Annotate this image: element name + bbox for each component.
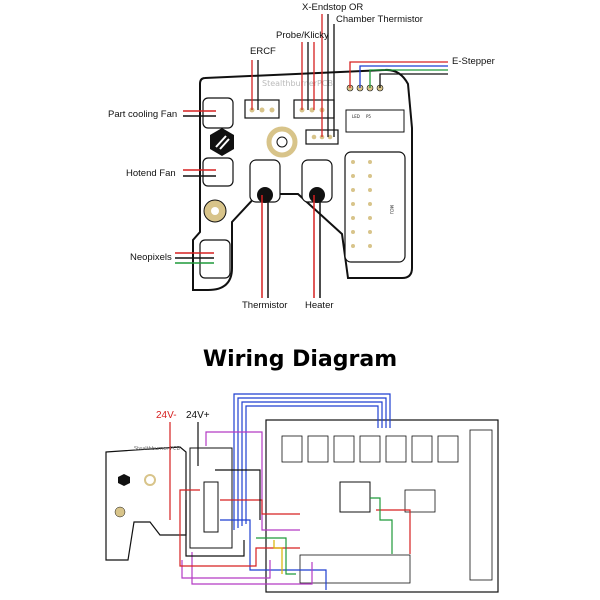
lower-connectors xyxy=(299,554,411,584)
wire-bundle-black xyxy=(185,469,261,557)
wire-bundle-purple xyxy=(181,431,313,585)
mini-pcb-outline xyxy=(105,446,187,561)
label-x-endstop: X-Endstop OR xyxy=(302,2,363,13)
endstop-wires xyxy=(321,14,335,137)
svg-text:P5: P5 xyxy=(366,114,371,119)
label-24v-plus: 24V+ xyxy=(186,410,210,421)
diagram-title: Wiring Diagram xyxy=(203,347,397,372)
mcu-box xyxy=(344,151,406,263)
label-part-fan: Part cooling Fan xyxy=(108,109,177,120)
stepper-drivers xyxy=(281,435,459,463)
part-fan-connector xyxy=(202,97,234,129)
ercf-wires xyxy=(251,60,259,110)
thermistor-screw xyxy=(257,187,273,203)
heater-wires xyxy=(313,195,321,298)
neopixel-connector xyxy=(199,239,231,279)
hotend-fan-wires xyxy=(183,169,216,177)
wire-bundle-yellow xyxy=(273,540,283,574)
label-heater: Heater xyxy=(305,300,334,311)
mainboard-mcu xyxy=(339,481,371,513)
label-neopixels: Neopixels xyxy=(130,252,172,263)
thermistor-wires xyxy=(261,195,269,298)
wire-bundle-red xyxy=(179,489,411,567)
pcb-silk-title: StealthburnerPCB xyxy=(262,79,333,88)
led-box xyxy=(345,109,405,133)
mount-hole xyxy=(266,126,298,158)
neopixel-wires xyxy=(175,252,214,264)
label-24v-minus: 24V- xyxy=(156,410,177,421)
hotend-fan-connector xyxy=(202,157,234,187)
wire-bundle-blue xyxy=(220,393,391,590)
label-e-stepper: E-Stepper xyxy=(452,56,495,67)
part-fan-wires xyxy=(183,110,216,117)
label-probe: Probe/Klicky xyxy=(276,30,329,41)
heater-screw xyxy=(309,187,325,203)
svg-text:LED: LED xyxy=(352,114,360,119)
label-ercf: ERCF xyxy=(250,46,276,57)
mini-pcb-silk: Stealthburner PCB xyxy=(134,446,181,452)
probe-wires xyxy=(301,42,315,110)
mcu-label: MCU xyxy=(389,205,394,214)
wire-bundle-green xyxy=(256,497,393,575)
mcu-pins xyxy=(351,160,372,248)
voron-logo xyxy=(210,128,234,156)
label-chamber-thermistor: Chamber Thermistor xyxy=(336,14,423,25)
e-stepper-wires xyxy=(349,61,448,88)
label-thermistor: Thermistor xyxy=(242,300,287,311)
power-terminals xyxy=(469,429,493,581)
stealthburner-pcb-top: StealthburnerPCB xyxy=(108,2,495,311)
bottom-wiring: Stealthburner PCB 24V- 24V+ xyxy=(105,393,499,593)
label-hotend-fan: Hotend Fan xyxy=(126,168,176,179)
